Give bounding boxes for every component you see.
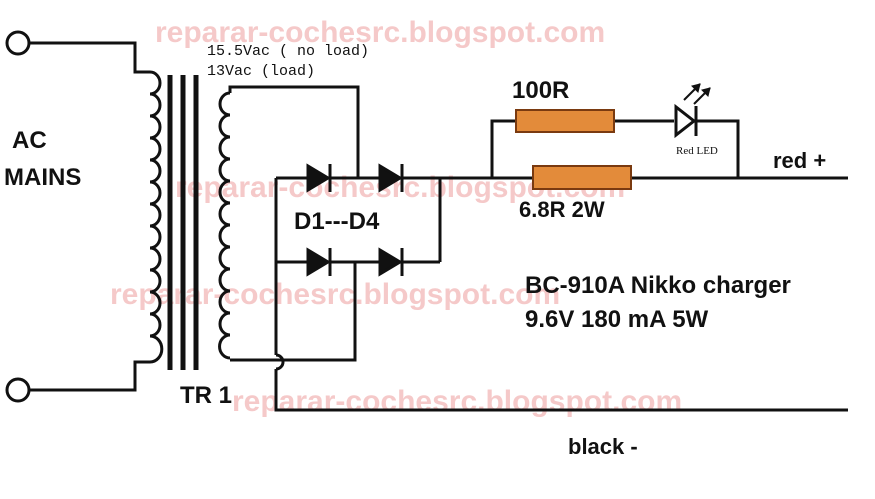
diode-d4 <box>378 247 403 277</box>
wire-led-branch-left <box>490 119 516 178</box>
diodes-label: D1---D4 <box>294 208 380 235</box>
charger-model-label: BC-910A Nikko charger <box>525 272 791 299</box>
voltage-no-load-label: 15.5Vac ( no load) <box>207 43 369 60</box>
led-arrowhead-2 <box>701 87 711 97</box>
transformer-label: TR 1 <box>180 382 232 409</box>
ac-terminal-bottom <box>5 377 31 403</box>
primary-coil <box>149 70 164 364</box>
diode-d2 <box>378 163 403 193</box>
resistor-6-8r <box>532 165 632 190</box>
resistors <box>515 109 632 190</box>
ac-terminal-top <box>5 30 31 56</box>
watermark-bottom: reparar-cochesrc.blogspot.com <box>232 385 682 418</box>
negative-output-label: black - <box>568 434 638 459</box>
wire-secondary-top <box>228 85 360 178</box>
led-label: Red LED <box>676 145 718 157</box>
watermark-top: reparar-cochesrc.blogspot.com <box>155 16 605 49</box>
primary-lead-top <box>29 41 150 74</box>
led <box>674 83 711 139</box>
ac-mains-label-line1: AC <box>12 127 47 154</box>
diode-d1 <box>306 163 331 193</box>
voltage-load-label: 13Vac (load) <box>207 63 315 80</box>
wiring <box>228 85 848 412</box>
wire-negative-output <box>274 369 848 412</box>
resistor-100r-label: 100R <box>512 77 569 104</box>
secondary-coil <box>218 91 231 360</box>
wire-crossover <box>275 353 285 371</box>
watermark-lower: reparar-cochesrc.blogspot.com <box>110 278 560 311</box>
diode-d3 <box>306 247 331 277</box>
ac-terminals <box>5 30 150 403</box>
resistor-100r <box>515 109 615 133</box>
positive-output-label: red + <box>773 148 826 173</box>
wire-led-branch-right <box>696 119 740 178</box>
charger-spec-label: 9.6V 180 mA 5W <box>525 306 709 333</box>
led-symbol <box>674 103 697 139</box>
wire-secondary-bottom <box>230 262 357 362</box>
ac-mains-label-line2: MAINS <box>4 164 81 191</box>
transformer-core <box>167 75 199 370</box>
primary-lead-bottom <box>29 360 150 392</box>
bridge-diodes <box>306 163 404 277</box>
led-arrowhead-1 <box>691 83 701 93</box>
resistor-main-label: 6.8R 2W <box>519 197 605 222</box>
